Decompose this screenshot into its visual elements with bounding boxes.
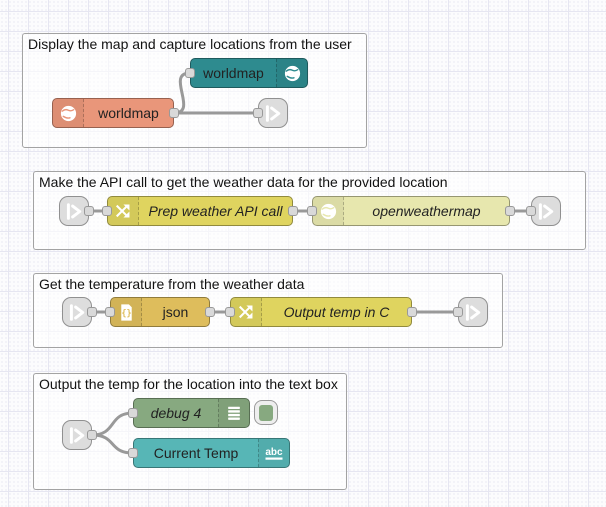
output-port[interactable] — [84, 206, 94, 216]
input-port[interactable] — [307, 206, 317, 216]
output-port[interactable] — [169, 108, 179, 118]
link-in-icon — [63, 298, 91, 326]
node-label: worldmap — [203, 64, 264, 81]
node-label: Output temp in C — [283, 303, 390, 320]
globe-icon — [53, 99, 84, 127]
output-port[interactable] — [288, 206, 298, 216]
node-label: Current Temp — [153, 444, 239, 461]
node-current-temp[interactable]: Current Temp abc — [128, 438, 290, 468]
node-output-temp-in-c[interactable]: Output temp in C — [225, 297, 417, 327]
debug-list-icon — [218, 399, 249, 427]
input-port[interactable] — [105, 307, 115, 317]
debug-toggle-button[interactable] — [254, 400, 278, 425]
json-file-icon: {} — [111, 298, 142, 326]
input-port[interactable] — [225, 307, 235, 317]
group-title: Output the temp for the location into th… — [39, 376, 338, 392]
link-out-icon — [532, 197, 560, 225]
group-display-map[interactable]: Display the map and capture locations fr… — [22, 33, 367, 148]
wire-worldmap-in-to-worldmap-display[interactable] — [172, 71, 192, 115]
wire-link-in-4-to-current-temp[interactable] — [90, 433, 135, 455]
svg-text:abc: abc — [265, 447, 283, 458]
input-port[interactable] — [102, 206, 112, 216]
group-title: Display the map and capture locations fr… — [28, 36, 352, 52]
node-worldmap-in[interactable]: worldmap — [52, 98, 179, 128]
node-link-in-2[interactable] — [59, 196, 94, 226]
link-out-icon — [459, 298, 487, 326]
group-title: Make the API call to get the weather dat… — [39, 174, 448, 190]
node-label: worldmap — [98, 104, 159, 121]
node-link-out-1[interactable] — [253, 98, 288, 128]
node-link-out-3[interactable] — [453, 297, 488, 327]
output-port[interactable] — [205, 307, 215, 317]
node-link-out-2[interactable] — [526, 196, 561, 226]
output-port[interactable] — [87, 307, 97, 317]
function-icon — [108, 197, 139, 225]
node-label: debug 4 — [150, 404, 202, 421]
svg-text:{}: {} — [121, 308, 131, 318]
node-debug-4[interactable]: debug 4 — [128, 398, 278, 428]
output-port[interactable] — [407, 307, 417, 317]
input-port[interactable] — [453, 307, 463, 317]
globe-icon — [276, 59, 307, 87]
node-json[interactable]: {} json — [105, 297, 215, 327]
node-label: openweathermap — [372, 202, 481, 219]
node-link-in-4[interactable] — [62, 420, 97, 450]
node-worldmap-display[interactable]: worldmap — [185, 58, 308, 88]
group-title: Get the temperature from the weather dat… — [39, 276, 305, 292]
input-port[interactable] — [185, 68, 195, 78]
function-icon — [231, 298, 262, 326]
node-label: Prep weather API call — [148, 202, 283, 219]
wire-link-in-4-to-debug-4[interactable] — [90, 411, 135, 437]
debug-toggle-state — [259, 404, 273, 421]
link-out-icon — [259, 99, 287, 127]
input-port[interactable] — [253, 108, 263, 118]
link-in-icon — [63, 421, 91, 449]
output-port[interactable] — [505, 206, 515, 216]
input-port[interactable] — [128, 448, 138, 458]
link-in-icon — [60, 197, 88, 225]
output-port[interactable] — [87, 430, 97, 440]
node-link-in-3[interactable] — [62, 297, 97, 327]
node-label: json — [162, 303, 189, 320]
globe-icon — [313, 197, 344, 225]
input-port[interactable] — [128, 408, 138, 418]
node-prep-weather-api-call[interactable]: Prep weather API call — [102, 196, 298, 226]
input-port[interactable] — [526, 206, 536, 216]
node-openweathermap[interactable]: openweathermap — [307, 196, 515, 226]
abc-icon: abc — [258, 439, 289, 467]
